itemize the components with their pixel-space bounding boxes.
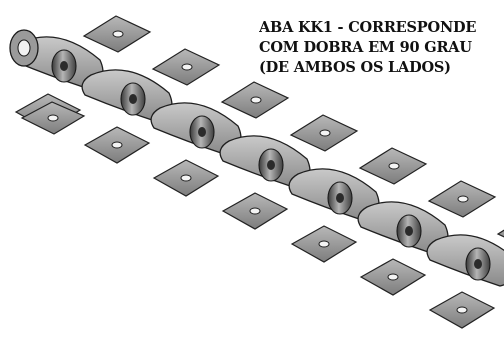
chain-side-plate (426, 234, 504, 287)
tab-hole (180, 174, 192, 182)
tab-hole (47, 114, 59, 122)
chain-end-bore (17, 39, 31, 57)
tab-hole (457, 195, 469, 203)
roller-pin (198, 127, 206, 137)
roller-pin (474, 259, 482, 269)
tab-hole (249, 207, 261, 215)
upper-attachment-tab (496, 229, 504, 238)
caption-text: ABA KK1 - CORRESPONDE COM DOBRA EM 90 GR… (259, 18, 504, 78)
tab-hole (456, 306, 468, 314)
roller-pin (60, 61, 68, 71)
roller-pin (267, 160, 275, 170)
tab-hole (111, 141, 123, 149)
tab-hole (318, 240, 330, 248)
roller-pin (405, 226, 413, 236)
tab-hole (112, 30, 124, 38)
caption-line-1: ABA KK1 - CORRESPONDE (259, 19, 477, 36)
tab-hole (250, 96, 262, 104)
caption-line-2: COM DOBRA EM 90 GRAU (259, 39, 472, 56)
tab-hole (181, 63, 193, 71)
tab-hole (387, 273, 399, 281)
caption-line-3: (DE AMBOS OS LADOS) (259, 59, 451, 76)
roller-pin (336, 193, 344, 203)
tab-hole (319, 129, 331, 137)
tab-hole (388, 162, 400, 170)
roller-pin (129, 94, 137, 104)
